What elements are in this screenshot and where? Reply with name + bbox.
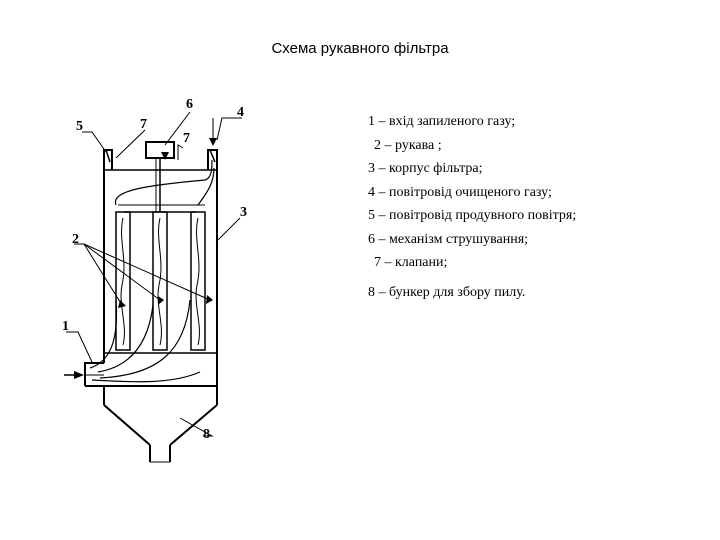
callout-2: 2 bbox=[72, 232, 79, 247]
callout-leaders bbox=[66, 111, 242, 437]
filter-housing bbox=[85, 149, 218, 387]
legend-item: 2 – рукава ; bbox=[374, 137, 442, 153]
arrows bbox=[64, 138, 217, 379]
diagram-title: Схема рукавного фільтра bbox=[271, 40, 449, 57]
callout-8: 8 bbox=[203, 427, 210, 442]
inlet-duct bbox=[84, 362, 104, 386]
legend-item: 4 – повітровід очищеного газу; bbox=[368, 184, 552, 200]
callout-7-left: 7 bbox=[140, 117, 147, 132]
callout-3: 3 bbox=[240, 205, 247, 220]
callout-1: 1 bbox=[62, 319, 69, 334]
legend-item: 8 – бункер для збору пилу. bbox=[368, 284, 526, 300]
legend-item: 5 – повітровід продувного повітря; bbox=[368, 208, 577, 223]
legend-item: 6 – механізм струшування; bbox=[368, 231, 529, 247]
dust-hopper bbox=[103, 386, 218, 463]
legend-item: 3 – корпус фільтра; bbox=[368, 161, 483, 176]
valves bbox=[105, 149, 216, 163]
callout-6: 6 bbox=[186, 97, 193, 112]
filter-bags bbox=[115, 211, 206, 351]
callout-4: 4 bbox=[237, 105, 244, 120]
callout-7-right: 7 bbox=[183, 131, 190, 146]
legend: 1 – вхід запиленого газу; 2 – рукава ; 3… bbox=[368, 112, 708, 306]
gas-flow-lines bbox=[89, 159, 215, 383]
legend-item: 7 – клапани; bbox=[374, 255, 448, 270]
legend-item: 1 – вхід запиленого газу; bbox=[368, 114, 516, 129]
callout-5: 5 bbox=[76, 119, 83, 134]
